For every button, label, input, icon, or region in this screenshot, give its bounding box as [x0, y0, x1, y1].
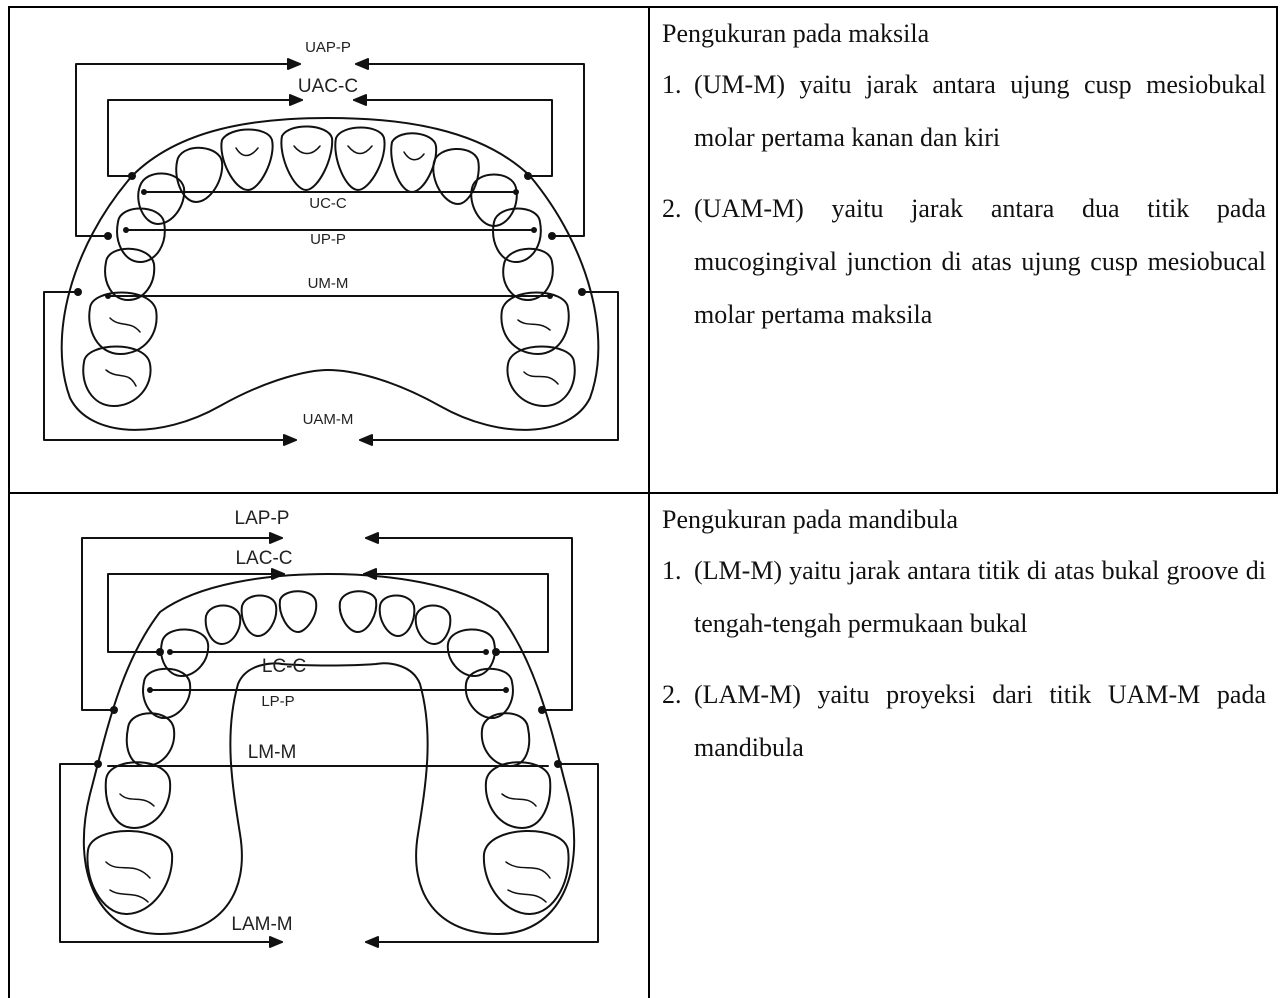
- list-item: 2. (UAM-M) yaitu jarak antara dua titik p…: [662, 182, 1266, 341]
- table-column-divider: [648, 6, 650, 998]
- maxilla-arch-diagram: UAP-P UAC-C UC-C UP-P UM-M UAM-M: [43, 39, 619, 446]
- table-border-top: [8, 6, 1278, 8]
- mandible-text-cell: Pengukuran pada mandibula 1. (LM-M) yaitu…: [648, 492, 1278, 998]
- label-um-m: UM-M: [308, 275, 349, 292]
- label-lap-p: LAP-P: [235, 508, 290, 529]
- list-item-number: 2.: [662, 194, 682, 223]
- mandible-arch-diagram: LAP-P LAC-C LC-C LP-P LM-M LAM-M: [59, 508, 599, 948]
- table-row-mandible: LAP-P LAC-C LC-C LP-P LM-M LAM-M Penguku…: [8, 492, 1278, 998]
- list-item-text: (UM-M) yaitu jarak antara ujung cusp mes…: [694, 70, 1266, 152]
- maxilla-figure-cell: UAP-P UAC-C UC-C UP-P UM-M UAM-M: [8, 6, 648, 492]
- table-border-left: [8, 6, 10, 998]
- label-uac-c: UAC-C: [298, 76, 358, 97]
- list-item: 2. (LAM-M) yaitu proyeksi dari titik UAM-…: [662, 668, 1266, 774]
- list-item-text: (LM-M) yaitu jarak antara titik di atas …: [694, 556, 1266, 638]
- list-item-text: (LAM-M) yaitu proyeksi dari titik UAM-M …: [694, 680, 1266, 762]
- label-uam-m: UAM-M: [303, 411, 354, 428]
- label-lp-p: LP-P: [261, 693, 294, 710]
- maxilla-text-cell: Pengukuran pada maksila 1. (UM-M) yaitu j…: [648, 6, 1278, 492]
- table-border-right: [1276, 6, 1278, 492]
- list-item-number: 1.: [662, 70, 682, 99]
- table-row-maxilla: UAP-P UAC-C UC-C UP-P UM-M UAM-M Penguku…: [8, 6, 1278, 492]
- mandible-figure-cell: LAP-P LAC-C LC-C LP-P LM-M LAM-M: [8, 492, 648, 998]
- label-uap-p: UAP-P: [305, 39, 351, 56]
- table-row-divider: [8, 492, 1278, 494]
- label-lac-c: LAC-C: [235, 548, 292, 569]
- label-up-p: UP-P: [310, 231, 346, 248]
- mandible-measurement-list: 1. (LM-M) yaitu jarak antara titik di ata…: [662, 544, 1266, 792]
- list-item-number: 2.: [662, 680, 682, 709]
- maxilla-measurement-list: 1. (UM-M) yaitu jarak antara ujung cusp m…: [662, 58, 1266, 359]
- mandible-section-title: Pengukuran pada mandibula: [662, 505, 959, 534]
- list-item: 1. (UM-M) yaitu jarak antara ujung cusp m…: [662, 58, 1266, 164]
- label-lm-m: LM-M: [248, 742, 297, 763]
- label-uc-c: UC-C: [309, 195, 347, 212]
- measurement-table: UAP-P UAC-C UC-C UP-P UM-M UAM-M Penguku…: [8, 6, 1278, 998]
- list-item-number: 1.: [662, 556, 682, 585]
- label-lam-m: LAM-M: [231, 914, 292, 935]
- list-item: 1. (LM-M) yaitu jarak antara titik di ata…: [662, 544, 1266, 650]
- maxilla-section-title: Pengukuran pada maksila: [662, 19, 930, 48]
- list-item-text: (UAM-M) yaitu jarak antara dua titik pad…: [694, 194, 1266, 329]
- label-lc-c: LC-C: [262, 656, 306, 677]
